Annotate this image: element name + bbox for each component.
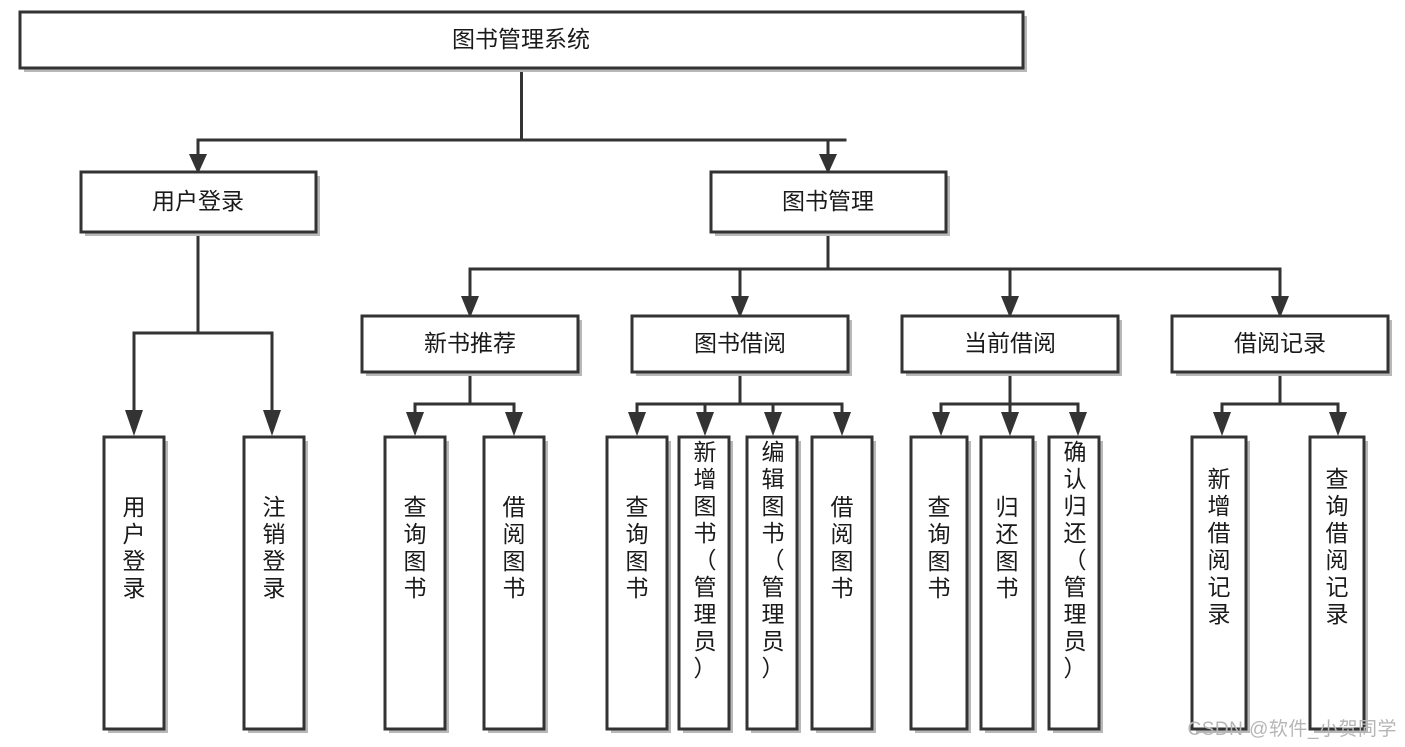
arrowhead-login — [189, 154, 207, 174]
leaf12-box — [1190, 435, 1248, 731]
node-records-label: 借阅记录 — [1234, 330, 1326, 356]
leaf8-label: 借阅图书 — [831, 494, 854, 601]
leaf2-label: 注销登录 — [263, 494, 286, 601]
leaf1-label: 用户登录 — [123, 494, 146, 601]
arrowhead-leaf1 — [125, 410, 143, 436]
node-bookmgmt[interactable]: 图书管理 — [709, 170, 950, 236]
arrowhead-leaf11 — [1069, 412, 1087, 436]
node-login[interactable]: 用户登录 — [79, 170, 320, 236]
node-records[interactable]: 借阅记录 — [1170, 314, 1392, 376]
leaf13-box — [1308, 435, 1366, 731]
node-root-label: 图书管理系统 — [452, 26, 590, 52]
leaf7-box — [745, 435, 799, 731]
leaf12-label: 新增借阅记录 — [1208, 466, 1231, 627]
node-current[interactable]: 当前借阅 — [900, 314, 1122, 376]
leaf6-label: 新增图书（管理员） — [694, 439, 717, 681]
node-leaf-query-book-current[interactable]: 查询图书 — [909, 435, 971, 733]
node-root[interactable]: 图书管理系统 — [18, 10, 1027, 72]
node-login-label: 用户登录 — [152, 188, 244, 214]
node-leaf-borrow-book-borrow[interactable]: 借阅图书 — [810, 435, 876, 733]
leaf10-box — [979, 435, 1035, 731]
leaf4-label: 借阅图书 — [503, 494, 526, 601]
node-leaf-add-book-admin[interactable]: 新增图书（管理员） — [677, 435, 733, 733]
arrowhead-leaf12 — [1213, 412, 1231, 436]
arrowhead-leaf8 — [833, 412, 851, 436]
arrowhead-newbook — [461, 296, 479, 318]
arrowhead-leaf10 — [1001, 412, 1019, 436]
leaf3-label: 查询图书 — [404, 494, 427, 601]
node-leaf-query-book-newbook[interactable]: 查询图书 — [383, 435, 449, 733]
node-leaf-edit-book-admin[interactable]: 编辑图书（管理员） — [745, 435, 801, 733]
leaf5-label: 查询图书 — [626, 494, 649, 601]
node-leaf-query-borrow-record[interactable]: 查询借阅记录 — [1308, 435, 1368, 733]
leaf9-box — [909, 435, 969, 731]
leaf6-box — [677, 435, 731, 731]
node-leaf-confirm-return-admin[interactable]: 确认归还（管理员） — [1047, 435, 1103, 733]
arrowhead-leaf2 — [263, 410, 281, 436]
node-bookmgmt-box — [709, 170, 948, 234]
node-leaf-user-login[interactable]: 用户登录 — [102, 435, 168, 733]
arrowhead-leaf9 — [932, 412, 950, 436]
node-newbook[interactable]: 新书推荐 — [360, 314, 582, 376]
leaf11-label: 确认归还（管理员） — [1064, 439, 1087, 681]
leaf13-label: 查询借阅记录 — [1326, 466, 1349, 627]
arrowhead-leaf13 — [1329, 412, 1347, 436]
node-leaf-borrow-book-newbook[interactable]: 借阅图书 — [482, 435, 548, 733]
node-bookmgmt-label: 图书管理 — [782, 188, 874, 214]
node-borrow-label: 图书借阅 — [694, 330, 786, 356]
node-login-box — [79, 170, 318, 234]
leaf8-box — [810, 435, 874, 731]
arrowhead-leaf4 — [505, 412, 523, 436]
node-newbook-box — [360, 314, 580, 374]
csdn-watermark: CSDN @软件_小贺同学 — [1187, 719, 1397, 740]
arrowhead-borrow — [731, 296, 749, 318]
arrowhead-records — [1271, 296, 1289, 318]
leaf10-label: 归还图书 — [996, 494, 1019, 601]
arrowhead-current — [1001, 296, 1019, 318]
arrowhead-leaf3 — [406, 412, 424, 436]
leaf7-label: 编辑图书（管理员） — [762, 439, 785, 681]
connector-layer — [125, 66, 1347, 436]
node-leaf-add-borrow-record[interactable]: 新增借阅记录 — [1190, 435, 1250, 733]
leaf2-box — [242, 435, 306, 731]
node-records-box — [1170, 314, 1390, 374]
node-leaf-return-book[interactable]: 归还图书 — [979, 435, 1037, 733]
leaf1-box — [102, 435, 166, 731]
leaf5-box — [605, 435, 669, 731]
arrowhead-leaf7 — [764, 412, 782, 436]
node-leaf-logout[interactable]: 注销登录 — [242, 435, 308, 733]
node-current-box — [900, 314, 1120, 374]
arrowhead-bookmgmt — [819, 154, 837, 174]
node-newbook-label: 新书推荐 — [424, 330, 516, 356]
node-borrow-box — [630, 314, 850, 374]
arrowhead-leaf6 — [696, 412, 714, 436]
node-current-label: 当前借阅 — [964, 330, 1056, 356]
node-root-box — [18, 10, 1025, 70]
leaf4-box — [482, 435, 546, 731]
node-borrow[interactable]: 图书借阅 — [630, 314, 852, 376]
leaf3-box — [383, 435, 447, 731]
arrowhead-leaf5 — [628, 412, 646, 436]
node-leaf-query-book-borrow[interactable]: 查询图书 — [605, 435, 671, 733]
leaf9-label: 查询图书 — [928, 494, 951, 601]
leaf11-box — [1047, 435, 1101, 731]
